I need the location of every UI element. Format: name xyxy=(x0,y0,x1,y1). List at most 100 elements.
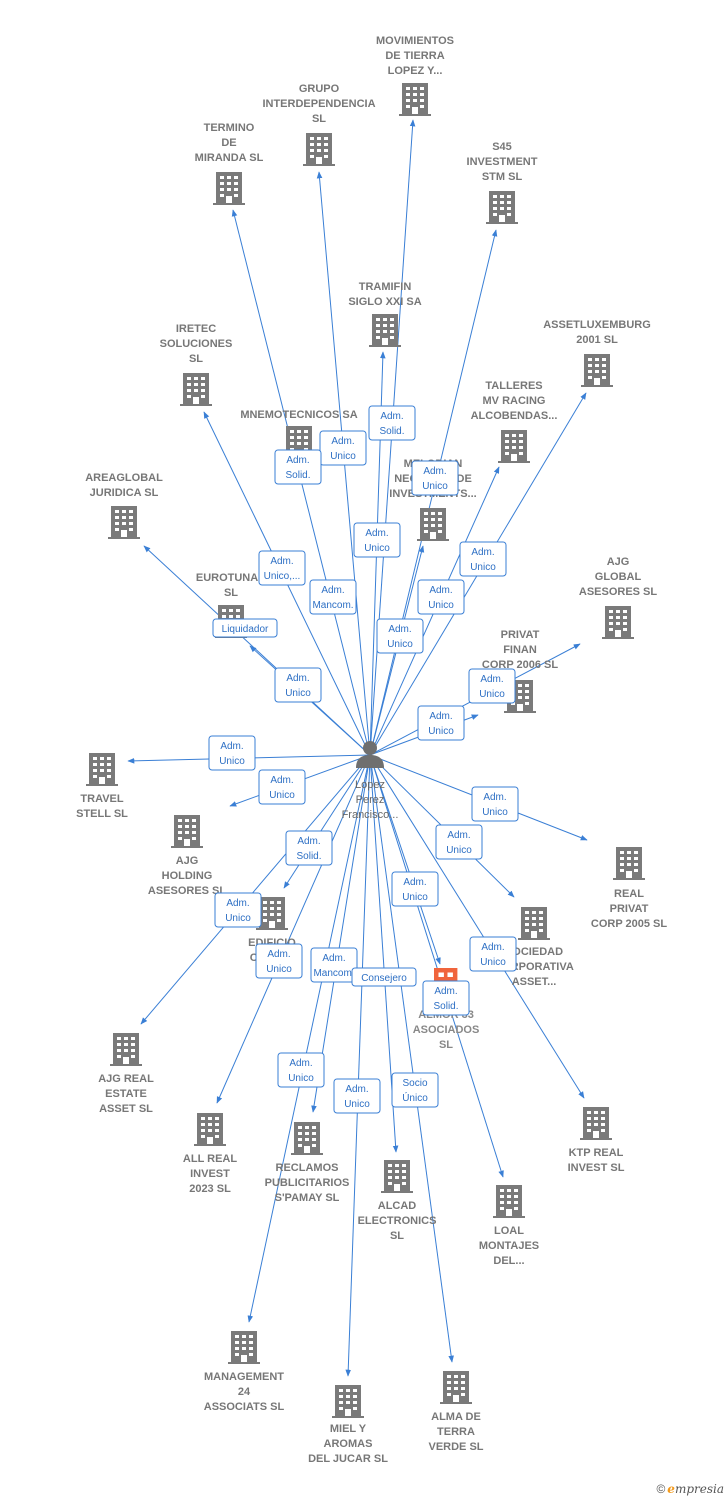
relation-label: Adm.Unico xyxy=(387,624,413,650)
relation-box-r10[interactable]: Liquidador xyxy=(212,618,278,638)
relation-box-r7[interactable]: Adm.Mancom. xyxy=(309,579,357,615)
building-icon xyxy=(291,1122,323,1155)
relation-label: Adm.Solid. xyxy=(285,455,310,481)
relation-box-r26[interactable]: Adm.Solid. xyxy=(422,980,470,1016)
edge-management xyxy=(247,754,371,1323)
building-icon xyxy=(493,1185,525,1218)
relation-box-r22[interactable]: Adm.Unico xyxy=(255,943,303,979)
building-icon xyxy=(498,430,530,463)
building-icon xyxy=(180,373,212,406)
relation-label: Adm.Unico xyxy=(482,792,508,818)
building-icon xyxy=(194,1113,226,1146)
relation-box-r19[interactable]: Adm.Solid. xyxy=(285,830,333,866)
relation-box-r8[interactable]: Adm.Unico xyxy=(459,541,507,577)
relation-label: Adm.Unico,... xyxy=(264,556,301,582)
relation-box-r24[interactable]: Consejero xyxy=(351,967,417,987)
relation-box-r23[interactable]: Adm.Mancom. xyxy=(310,947,358,983)
building-icon xyxy=(303,133,335,166)
relation-label: Adm.Unico xyxy=(446,830,472,856)
relation-label: Liquidador xyxy=(222,624,269,635)
relation-box-r21[interactable]: Adm.Unico xyxy=(214,892,262,928)
relation-label: Adm.Unico xyxy=(470,547,496,573)
relation-box-r9[interactable]: Adm.Unico xyxy=(417,579,465,615)
relation-box-r15[interactable]: Adm.Unico xyxy=(208,735,256,771)
building-icon xyxy=(613,847,645,880)
relation-box-r17[interactable]: Adm.Unico xyxy=(471,786,519,822)
relation-box-r25[interactable]: Adm.Unico xyxy=(469,936,517,972)
relation-box-r27[interactable]: Adm.Unico xyxy=(277,1052,325,1088)
relation-label: Adm.Solid. xyxy=(296,836,321,862)
relation-box-r3[interactable]: Adm.Solid. xyxy=(274,449,322,485)
relation-box-r18[interactable]: Adm.Unico xyxy=(435,824,483,860)
relation-box-r11[interactable]: Adm.Unico xyxy=(376,618,424,654)
relation-box-r4[interactable]: Adm.Unico xyxy=(411,460,459,496)
building-icon xyxy=(108,506,140,539)
building-icon xyxy=(110,1033,142,1066)
relation-box-r13[interactable]: Adm.Unico xyxy=(468,668,516,704)
company-node-mnemo[interactable]: MNEMOTECNICOS SA xyxy=(240,409,358,459)
edge-allreal xyxy=(216,754,371,1104)
relation-box-r5[interactable]: Adm.Unico xyxy=(353,522,401,558)
building-icon xyxy=(417,508,449,541)
edge-alma xyxy=(369,754,454,1363)
edge-almor xyxy=(369,754,441,965)
relation-label: Adm.Mancom. xyxy=(313,953,354,979)
relation-label: Adm.Solid. xyxy=(379,411,404,437)
relation-box-r20[interactable]: Adm.Unico xyxy=(391,871,439,907)
building-icon xyxy=(86,753,118,786)
relation-label: Adm.Unico xyxy=(364,528,390,554)
edge-ktp xyxy=(369,754,585,1099)
relation-box-r16[interactable]: Adm.Unico xyxy=(258,769,306,805)
empresia-logo[interactable]: ©empresia xyxy=(656,1482,724,1496)
relation-box-r1[interactable]: Adm.Solid. xyxy=(368,405,416,441)
relation-box-r12[interactable]: Adm.Unico xyxy=(274,667,322,703)
relation-box-r28[interactable]: Adm.Unico xyxy=(333,1078,381,1114)
relation-label: Adm.Unico xyxy=(285,673,311,699)
relation-box-r14[interactable]: Adm.Unico xyxy=(417,705,465,741)
relation-box-r2[interactable]: Adm.Unico xyxy=(319,430,367,466)
edge-edificio xyxy=(283,754,371,889)
relation-label: Adm.Unico xyxy=(288,1058,314,1084)
relation-box-r6[interactable]: Adm.Unico,... xyxy=(258,550,306,586)
relation-label: Adm.Unico xyxy=(344,1084,370,1110)
relation-label: Consejero xyxy=(361,973,407,984)
